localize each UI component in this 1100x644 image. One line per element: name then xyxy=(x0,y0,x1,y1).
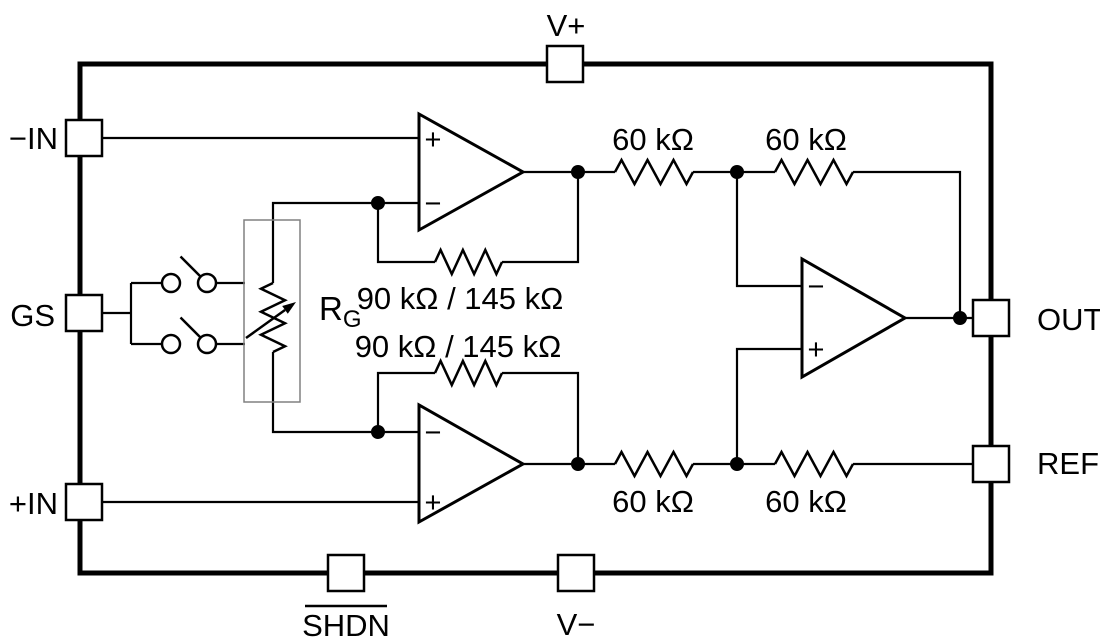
junction-dot xyxy=(730,457,744,471)
resistor-90k145k-bottom-label: 90 kΩ / 145 kΩ xyxy=(355,329,562,364)
wire-a1-feedback-right xyxy=(502,172,580,264)
wire-a2-neg-input xyxy=(271,352,419,434)
resistor-60k-top-1 xyxy=(613,157,695,187)
rg-block-box xyxy=(243,219,301,403)
pin-pos-in xyxy=(64,482,104,522)
pin-ref-label: REF xyxy=(1037,446,1099,481)
opamp-a3-output xyxy=(800,256,909,380)
opamp-a1-minus-sign: − xyxy=(425,188,442,220)
pin-vminus-label: V− xyxy=(557,607,596,642)
pin-vplus-label: V+ xyxy=(547,8,586,43)
junction-dots xyxy=(371,165,967,471)
junction-dot xyxy=(571,165,585,179)
junction-dot xyxy=(730,165,744,179)
resistor-90k145k-top-label: 90 kΩ / 145 kΩ xyxy=(357,281,564,316)
switch-top-contact-left xyxy=(160,272,182,294)
opamps xyxy=(417,111,909,525)
wire-a3-pos-input xyxy=(735,347,802,464)
pin-neg-in xyxy=(64,118,104,158)
wire-a2-feedback-left xyxy=(376,371,435,432)
wire-gs-split xyxy=(102,281,162,346)
pin-shdn xyxy=(326,553,366,593)
switch-top-lever xyxy=(179,255,202,278)
pin-out xyxy=(971,298,1011,338)
opamp-a2-minus-sign: − xyxy=(425,417,442,449)
resistor-60k-top-2-label: 60 kΩ xyxy=(765,122,847,157)
junction-dot xyxy=(371,425,385,439)
opamp-a2 xyxy=(417,402,527,525)
resistor-60k-bottom-2-label: 60 kΩ xyxy=(765,484,847,519)
resistor-90k145k-bottom xyxy=(433,358,504,388)
junction-dot xyxy=(571,457,585,471)
rg-label: RG xyxy=(319,290,362,333)
resistor-90k145k-top xyxy=(433,247,504,277)
pin-gs xyxy=(64,293,104,333)
opamp-a2-plus-sign: + xyxy=(425,487,442,519)
resistor-60k-bottom-1-label: 60 kΩ xyxy=(612,484,694,519)
pins xyxy=(64,44,1011,593)
resistor-60k-bottom-1 xyxy=(613,449,695,479)
pin-out-label: OUT xyxy=(1037,302,1100,337)
switch-bottom-contact-left xyxy=(160,333,182,355)
gain-switches xyxy=(160,255,218,355)
switch-bottom-contact-right xyxy=(196,333,218,355)
opamp-a3-minus-sign: − xyxy=(808,271,825,303)
wire-a3-neg-input xyxy=(735,172,802,288)
rg-variable-arrow-shaft xyxy=(245,308,286,340)
pin-gs-label: GS xyxy=(10,298,55,333)
switch-bottom-lever xyxy=(179,316,202,339)
rg-variable-arrow-head xyxy=(282,302,296,314)
pin-vminus xyxy=(556,553,596,593)
junction-dot xyxy=(371,196,385,210)
pin-vplus xyxy=(545,44,585,84)
pin-ref xyxy=(971,444,1011,484)
resistor-60k-top-1-label: 60 kΩ xyxy=(612,122,694,157)
resistors xyxy=(433,157,855,479)
resistor-60k-top-2 xyxy=(773,157,855,187)
opamp-a1 xyxy=(417,111,527,233)
pin-shdn-label: SHDN xyxy=(302,608,390,643)
pin-neg-in-label: −IN xyxy=(9,121,58,156)
switch-top-contact-right xyxy=(196,272,218,294)
opamp-a1-plus-sign: + xyxy=(425,124,442,156)
resistor-60k-bottom-2 xyxy=(773,449,855,479)
opamp-a3-plus-sign: + xyxy=(808,334,825,366)
wire-a1-feedback-left xyxy=(376,203,435,264)
wire-top-to-out-node xyxy=(853,170,962,318)
wire-a1-neg-input xyxy=(271,201,419,283)
junction-dot xyxy=(953,311,967,325)
pin-pos-in-label: +IN xyxy=(9,486,58,521)
wire-a2-feedback-right xyxy=(502,371,580,464)
